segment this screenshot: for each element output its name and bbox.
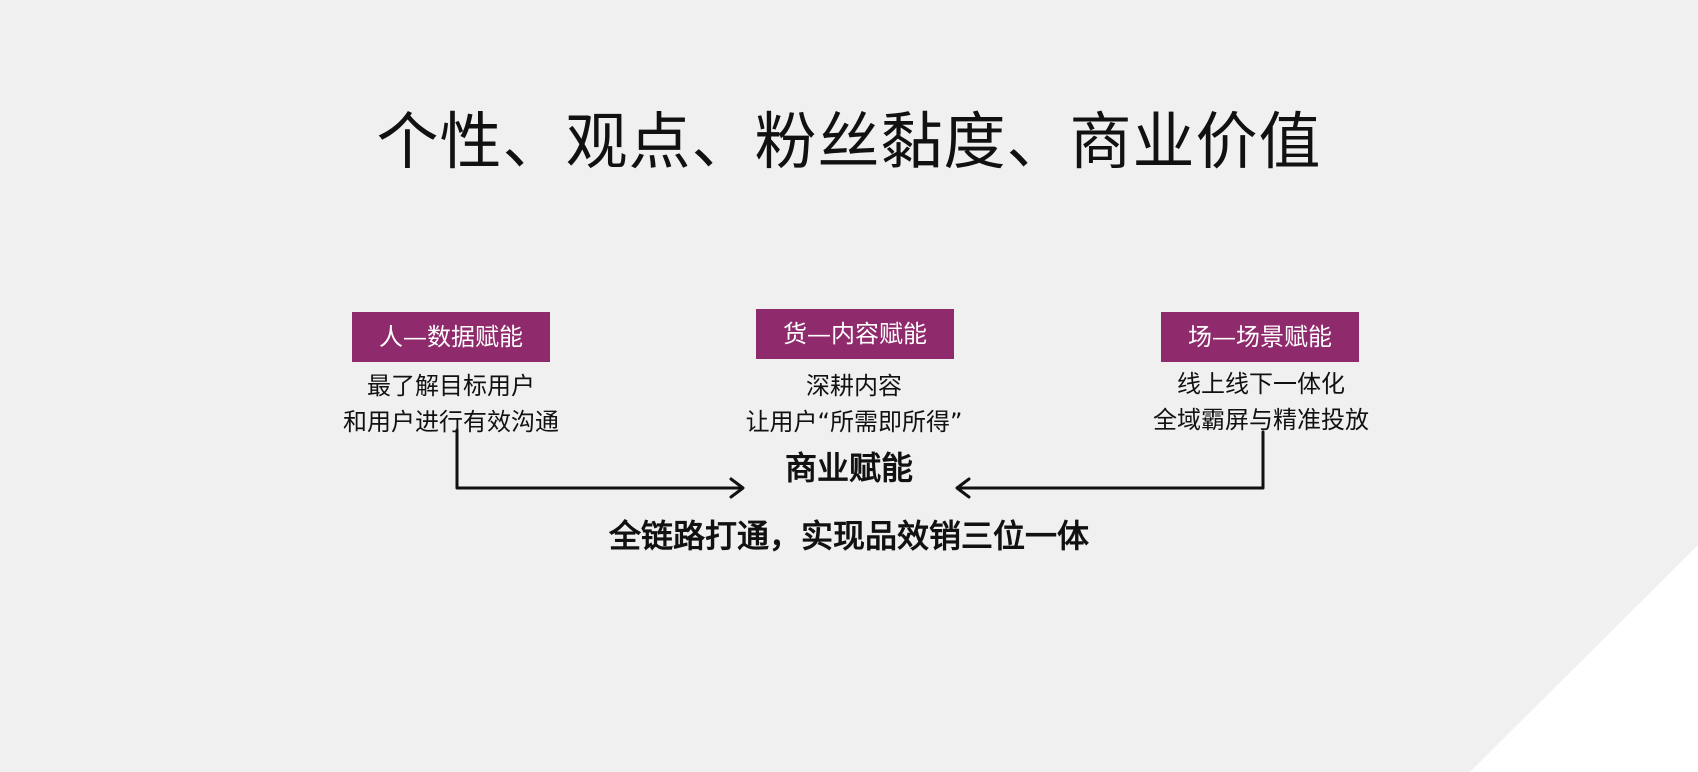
pillar-desc-goods-line2: 让用户“所需即所得”	[745, 408, 963, 436]
pillar-desc-people-line1: 最了解目标用户	[367, 372, 535, 400]
pillar-desc-people-line2: 和用户进行有效沟通	[343, 408, 559, 436]
pillar-label-people: 人—数据赋能	[352, 312, 550, 362]
slide-title: 个性、观点、粉丝黏度、商业价值	[376, 105, 1322, 178]
pillar-desc-goods-line1: 深耕内容	[806, 372, 902, 400]
pillar-desc-scene-line2: 全域霸屏与精准投放	[1153, 406, 1369, 434]
bottom-summary: 全链路打通，实现品效销三位一体	[608, 517, 1089, 555]
pillar-label-goods: 货—内容赋能	[756, 309, 954, 359]
center-label: 商业赋能	[784, 449, 913, 487]
pillar-label-scene: 场—场景赋能	[1161, 312, 1359, 362]
pillar-desc-scene-line1: 线上线下一体化	[1177, 370, 1345, 398]
